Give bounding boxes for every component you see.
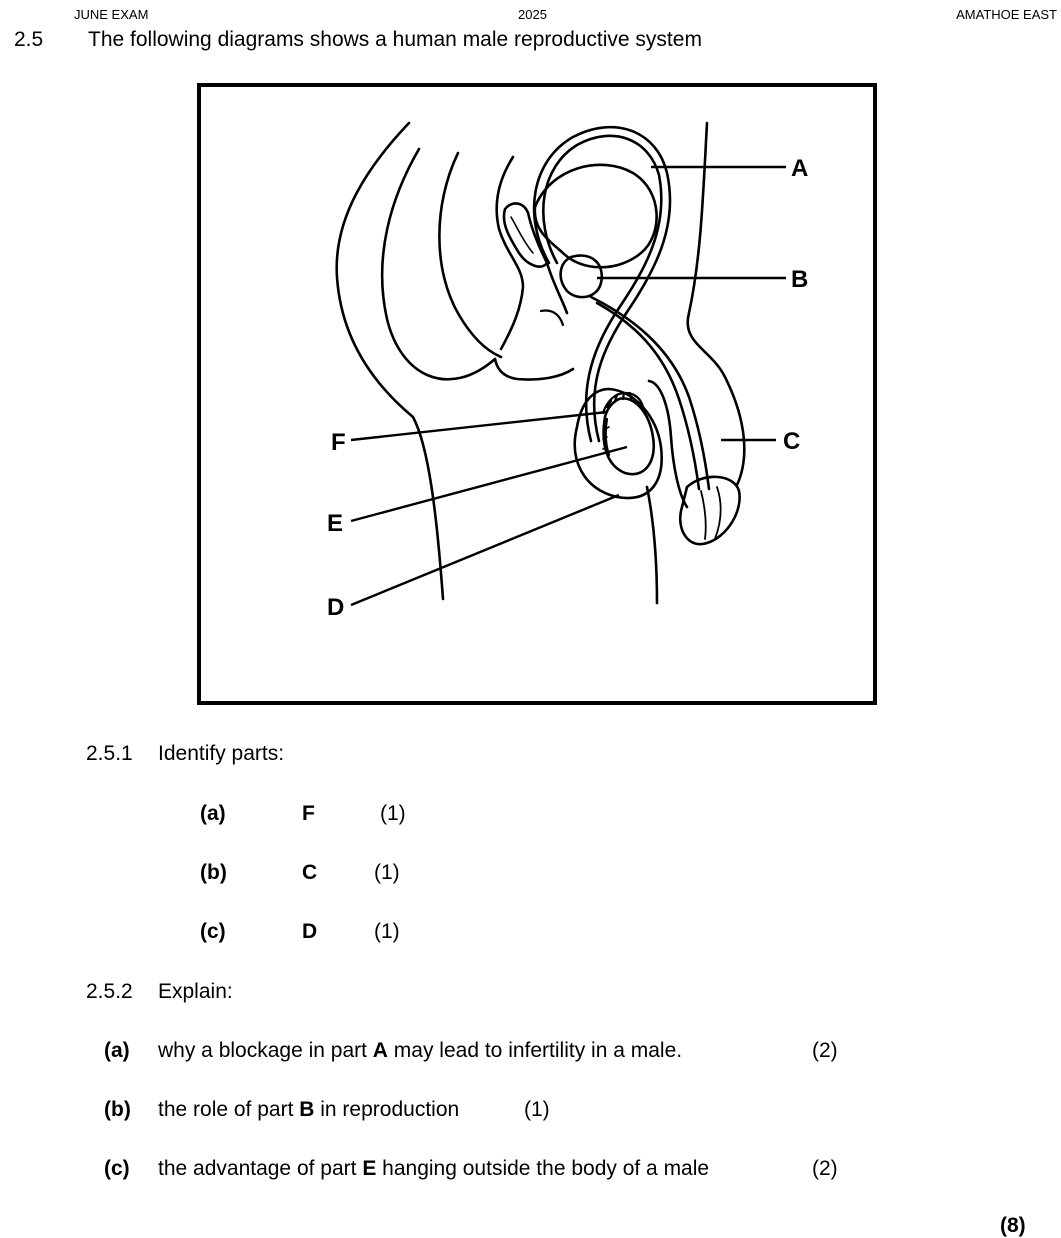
prostate xyxy=(559,254,604,299)
q251-item-part: F xyxy=(302,802,315,825)
q252-item-marks: (1) xyxy=(524,1098,550,1121)
header-school: AMATHOE EAST xyxy=(956,7,1057,22)
label-f: F xyxy=(331,429,346,456)
leader-f xyxy=(350,410,608,442)
q252-number: 2.5.2 xyxy=(86,980,133,1003)
thigh-curve xyxy=(438,151,503,359)
penis-upper xyxy=(686,121,746,487)
total-marks: (8) xyxy=(1000,1214,1026,1237)
label-b: B xyxy=(791,266,808,293)
glans xyxy=(678,475,741,546)
diagram-drawing: A B C D E F xyxy=(327,121,808,621)
scrotum xyxy=(573,387,663,500)
seminal-vesicle xyxy=(502,202,549,268)
q252-item-letter: (a) xyxy=(104,1039,130,1062)
q252-item-letter: (b) xyxy=(104,1098,131,1121)
q251-item-marks: (1) xyxy=(374,920,400,943)
part-ref: B xyxy=(299,1098,315,1121)
part-ref: A xyxy=(372,1039,388,1062)
q251-item-letter: (c) xyxy=(200,920,226,943)
urethra xyxy=(589,295,711,491)
q251-text: Identify parts: xyxy=(158,742,285,765)
leader-e xyxy=(350,445,628,523)
q251-item-part: C xyxy=(302,861,318,884)
q251-item-letter: (b) xyxy=(200,861,227,884)
q252-item-text: the advantage of part E hanging outside … xyxy=(158,1157,710,1180)
header-year: 2025 xyxy=(518,7,547,22)
urethra-upper xyxy=(545,261,569,315)
label-e: E xyxy=(327,510,343,537)
thigh-front xyxy=(645,485,659,605)
q251-item-letter: (a) xyxy=(200,802,226,825)
q252-text: Explain: xyxy=(158,980,233,1003)
part-ref: E xyxy=(362,1157,377,1180)
buttock-curve xyxy=(380,147,497,381)
vas-deferens-outer xyxy=(532,125,672,443)
epididymis xyxy=(601,391,645,457)
testis xyxy=(602,397,656,476)
question-text: The following diagrams shows a human mal… xyxy=(88,28,702,51)
header-exam: JUNE EXAM xyxy=(74,7,149,22)
rectum xyxy=(495,155,525,351)
leader-d xyxy=(350,493,620,607)
q251-item-marks: (1) xyxy=(380,802,406,825)
q252-item-marks: (2) xyxy=(812,1039,838,1062)
q252-item-text: why a blockage in part A may lead to inf… xyxy=(158,1039,683,1062)
label-c: C xyxy=(783,428,800,455)
back-outline xyxy=(335,121,445,601)
q252-item-text: the role of part B in reproduction xyxy=(158,1098,460,1121)
vas-deferens-inner xyxy=(541,134,663,443)
reproductive-system-diagram: A B C D E F xyxy=(197,83,877,705)
q252-item-marks: (2) xyxy=(812,1157,838,1180)
perineum xyxy=(493,357,575,381)
label-d: D xyxy=(327,594,344,621)
question-number: 2.5 xyxy=(14,28,44,51)
q251-item-part: D xyxy=(302,920,318,943)
bladder xyxy=(533,163,658,269)
q251-item-marks: (1) xyxy=(374,861,400,884)
q251-number: 2.5.1 xyxy=(86,742,133,765)
penis-lower xyxy=(647,379,689,509)
label-a: A xyxy=(791,155,808,182)
q252-item-letter: (c) xyxy=(104,1157,130,1180)
